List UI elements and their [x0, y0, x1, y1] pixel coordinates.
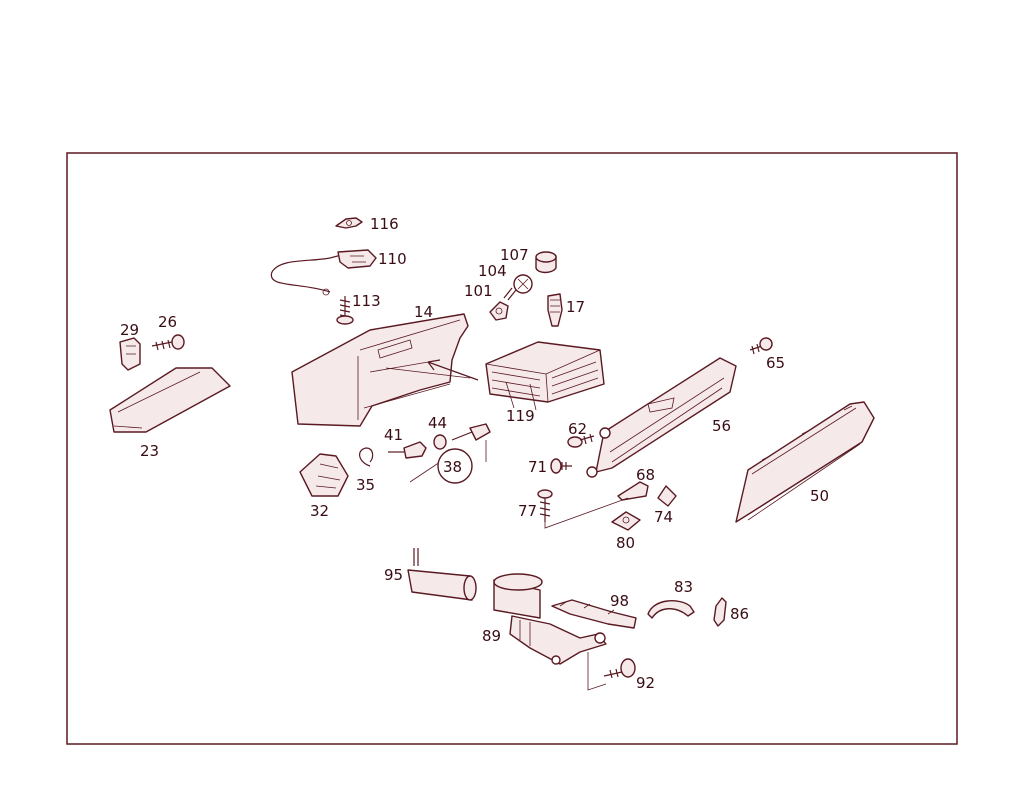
label-83: 83 [674, 578, 693, 596]
part-107-cap [535, 251, 557, 274]
part-50-lid [735, 401, 875, 523]
label-62: 62 [568, 420, 587, 438]
part-41-pin [388, 441, 427, 459]
label-86: 86 [730, 605, 749, 623]
diagram-frame [66, 152, 958, 745]
part-92-screw [587, 652, 636, 691]
part-56-lid-frame [586, 357, 737, 478]
label-95: 95 [384, 566, 403, 584]
part-110-cable [270, 249, 377, 296]
part-62-bolt [567, 433, 595, 448]
part-65-screw [749, 337, 773, 355]
label-23: 23 [140, 442, 159, 460]
part-23-cover [109, 367, 231, 433]
label-44: 44 [428, 414, 447, 432]
part-32-switch [299, 453, 349, 497]
part-14-glovebox-housing [291, 313, 479, 427]
part-89-cylinder [493, 573, 607, 665]
label-65: 65 [766, 354, 785, 372]
label-104: 104 [478, 262, 507, 280]
part-29-clip [119, 337, 141, 371]
part-77-screw [537, 489, 629, 529]
part-74-clip [657, 485, 677, 507]
label-116: 116 [370, 215, 399, 233]
part-68-bracket [617, 481, 649, 501]
part-86-clip [713, 597, 727, 627]
label-38: 38 [443, 458, 462, 476]
label-17: 17 [566, 298, 585, 316]
part-83-lever [647, 600, 695, 619]
part-80-nut [611, 511, 641, 531]
part-95-actuator [407, 548, 477, 601]
label-56: 56 [712, 417, 731, 435]
label-14: 14 [414, 303, 433, 321]
part-71-screw [550, 458, 572, 474]
label-113: 113 [352, 292, 381, 310]
label-98: 98 [610, 592, 629, 610]
label-101: 101 [464, 282, 493, 300]
label-110: 110 [378, 250, 407, 268]
part-116-clip [335, 217, 363, 229]
label-119: 119 [506, 407, 535, 425]
part-101-grommet [489, 301, 509, 321]
part-104-screw [503, 274, 533, 301]
label-26: 26 [158, 313, 177, 331]
label-68: 68 [636, 466, 655, 484]
label-77: 77 [518, 502, 537, 520]
part-113-screw [336, 296, 354, 325]
label-32: 32 [310, 502, 329, 520]
part-35-circlip [359, 447, 374, 467]
part-38-key [409, 423, 491, 484]
label-29: 29 [120, 321, 139, 339]
label-107: 107 [500, 246, 529, 264]
label-74: 74 [654, 508, 673, 526]
part-98-linkage [551, 599, 637, 629]
label-35: 35 [356, 476, 375, 494]
label-89: 89 [482, 627, 501, 645]
label-41: 41 [384, 426, 403, 444]
label-50: 50 [810, 487, 829, 505]
part-119-module [485, 341, 605, 411]
part-44-ring [433, 434, 447, 450]
label-92: 92 [636, 674, 655, 692]
label-80: 80 [616, 534, 635, 552]
label-71: 71 [528, 458, 547, 476]
part-26-screw [151, 334, 185, 351]
part-17-lock [547, 293, 563, 327]
